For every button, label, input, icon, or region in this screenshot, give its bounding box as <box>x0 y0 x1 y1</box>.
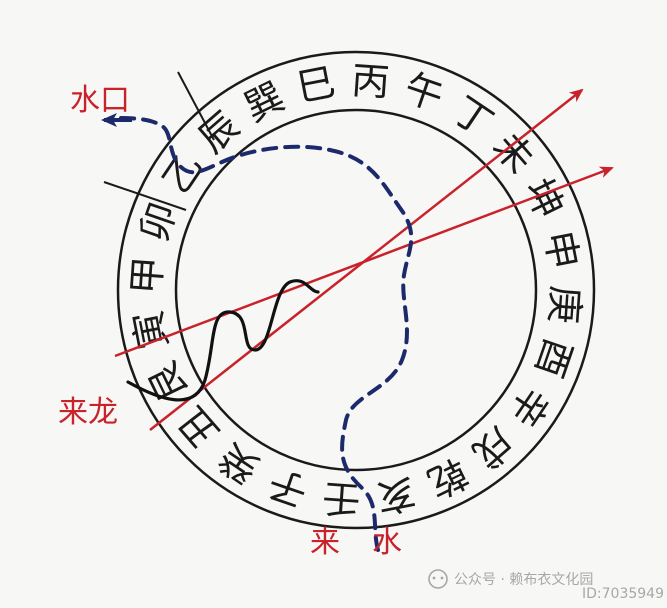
ring-char-3: 午 <box>399 65 449 119</box>
ring-char-13: 亥 <box>373 470 419 520</box>
wechat-icon-dot <box>440 576 444 580</box>
ring-char-20: 甲 <box>124 255 171 296</box>
ring-char-19: 寅 <box>126 307 176 353</box>
ring-char-21: 卯 <box>131 197 185 247</box>
ring-characters: 巽巳丙午丁未坤申庚酉辛戌乾亥壬子癸丑艮寅甲卯乙辰 <box>124 58 588 522</box>
ring-char-0: 巽 <box>238 74 291 130</box>
watermark-id: ID:7035949 <box>582 586 664 602</box>
outer-ring <box>116 50 596 530</box>
sector-divider-lower <box>103 181 187 211</box>
ring-char-15: 子 <box>263 461 313 515</box>
watermark: 公众号 · 赖布衣文化园 ID:7035949 <box>428 569 664 602</box>
watermark-text: 公众号 · 赖布衣文化园 <box>454 572 593 588</box>
water-path <box>112 116 414 552</box>
inner-ring <box>174 108 538 472</box>
direction-line-lower <box>114 166 614 358</box>
ring-char-2: 丙 <box>350 58 391 105</box>
ring-char-6: 坤 <box>516 172 572 225</box>
ring-char-7: 申 <box>536 227 586 273</box>
ring-char-1: 巳 <box>293 60 339 110</box>
incoming-dragon-label: 来龙 <box>58 395 118 430</box>
incoming-water-label-1: 来 <box>310 525 340 560</box>
ring-char-12: 乾 <box>421 450 474 506</box>
wechat-icon-dot <box>432 576 436 580</box>
sector-divider-upper <box>177 71 215 141</box>
water-outlet-label: 水口 <box>70 83 130 118</box>
dragon-line <box>126 279 320 402</box>
incoming-water-label-2: 水 <box>372 525 402 560</box>
ring-char-9: 酉 <box>527 333 581 383</box>
wechat-icon <box>428 569 448 589</box>
ring-char-8: 庚 <box>541 284 588 325</box>
